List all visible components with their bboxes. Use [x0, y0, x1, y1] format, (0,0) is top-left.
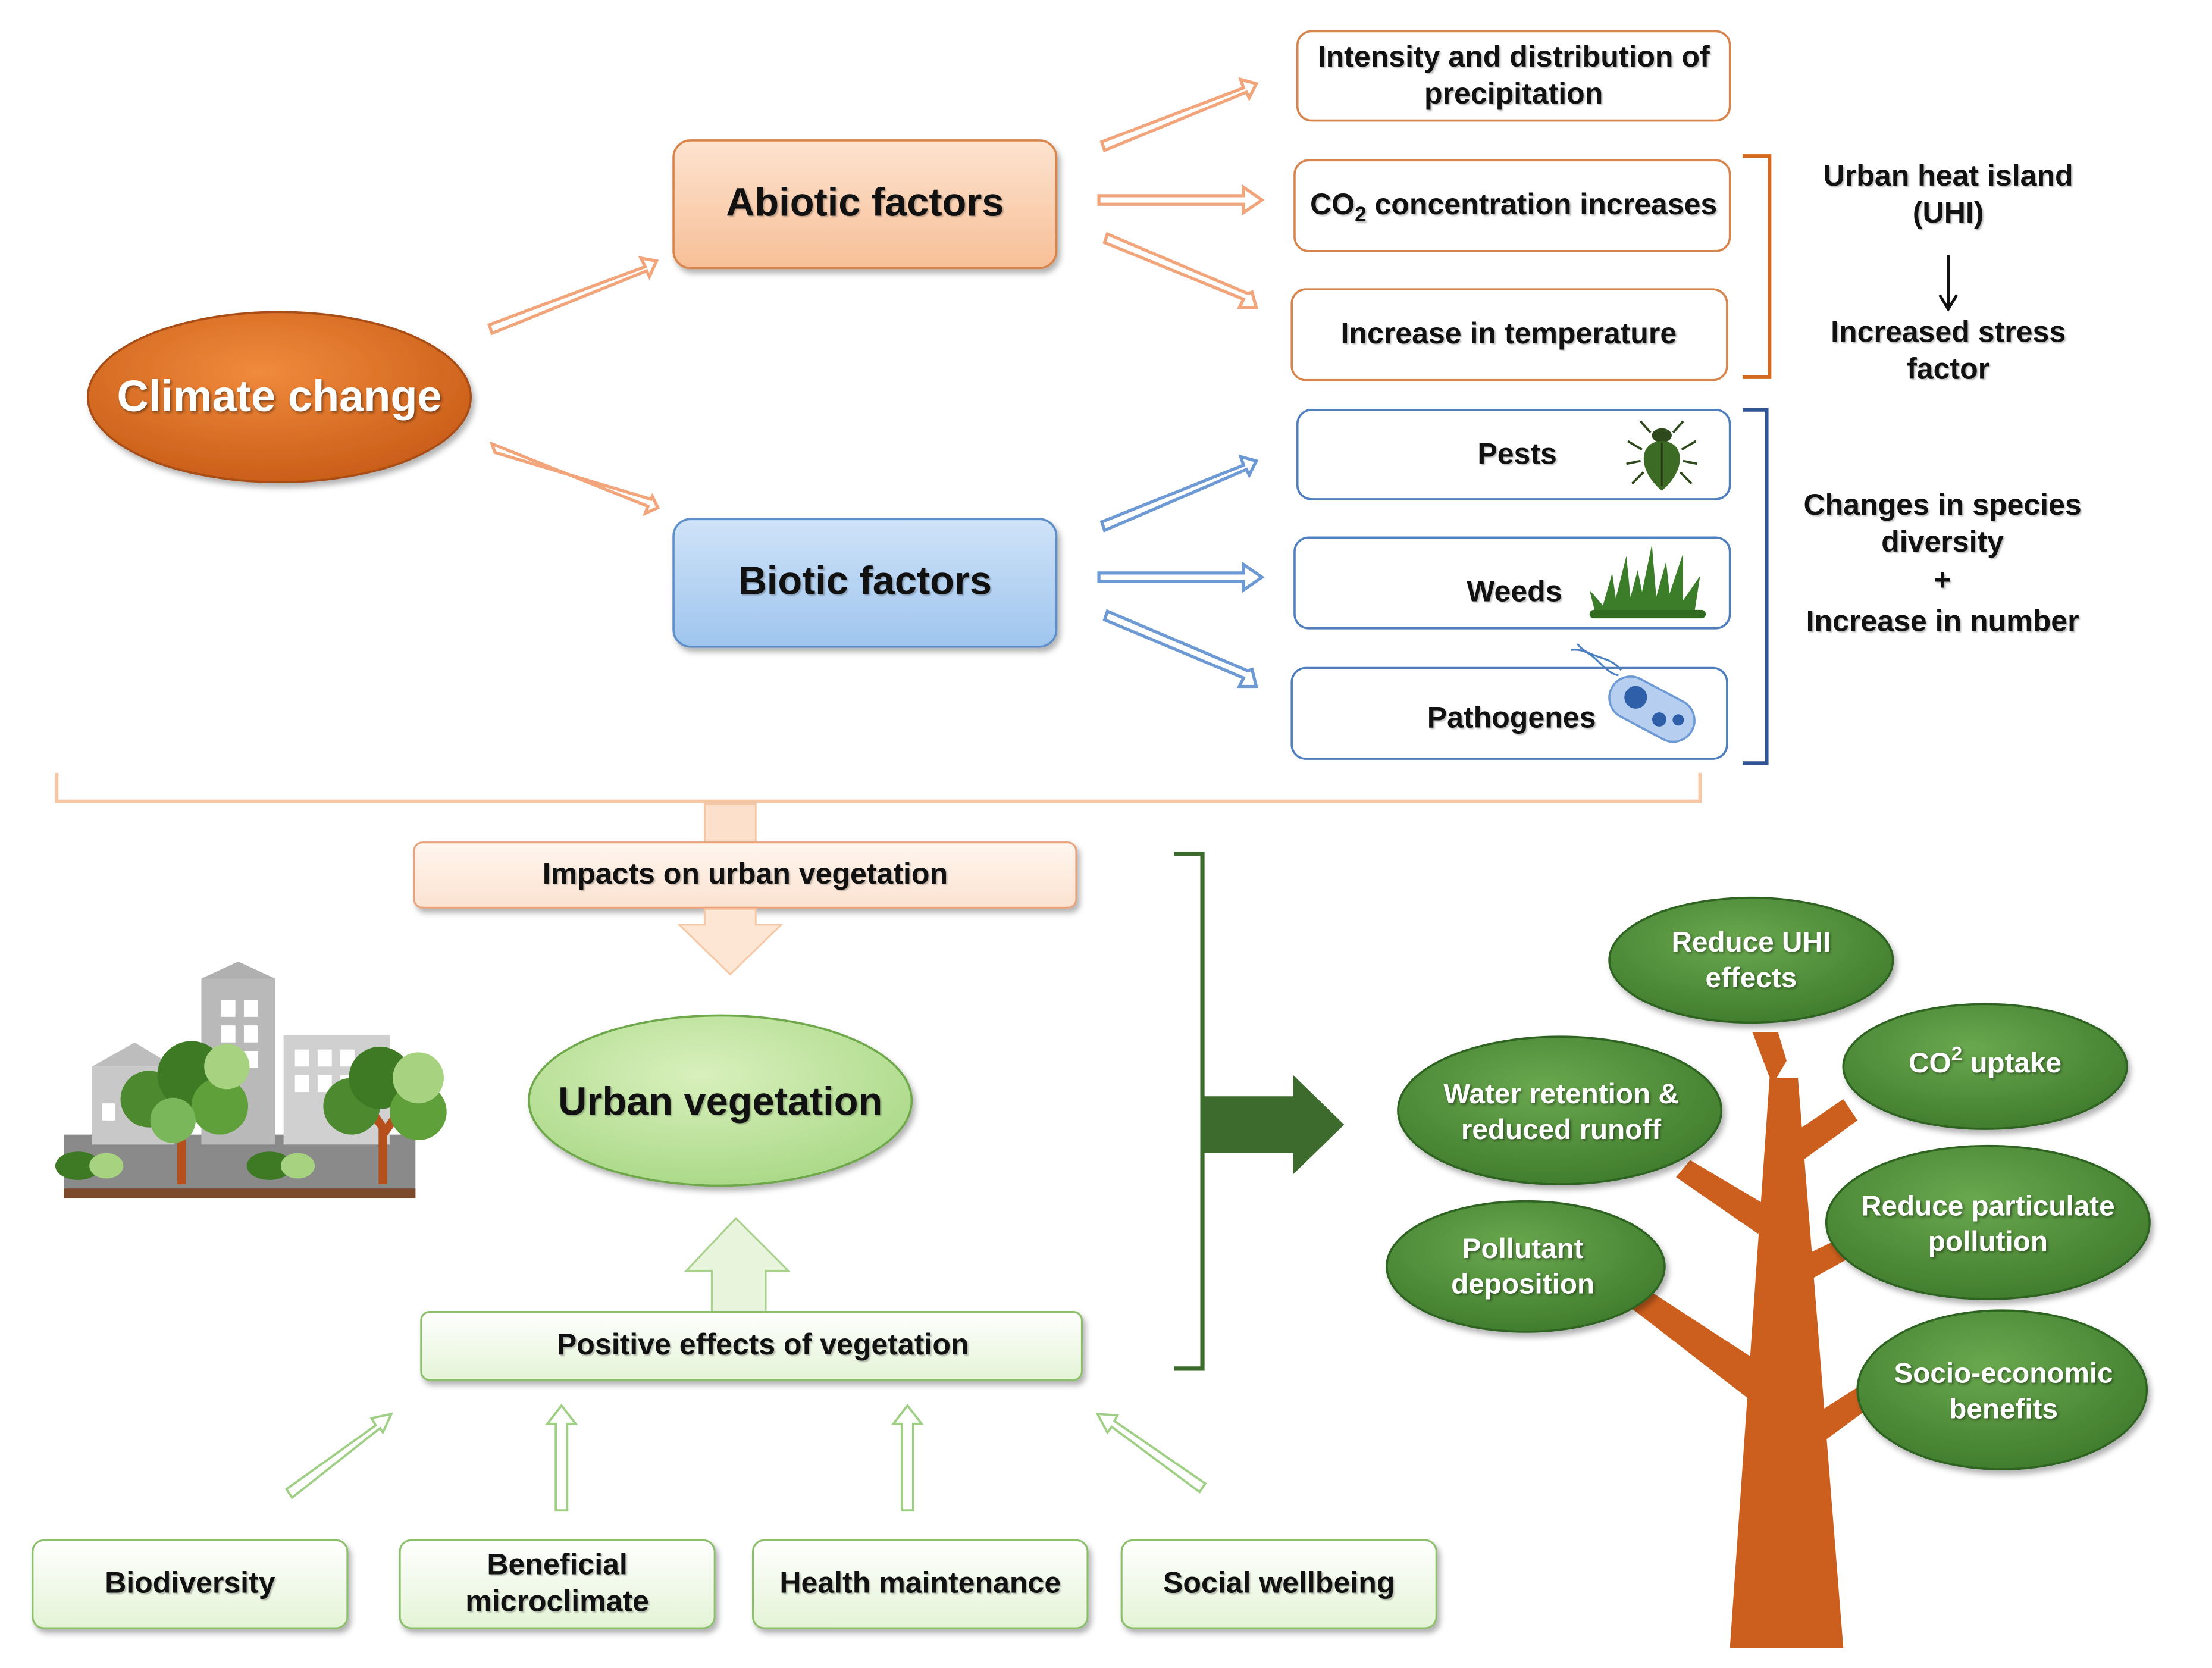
benefit-box-1 — [32, 1539, 349, 1629]
leaf-particulate — [1825, 1144, 2151, 1300]
uhi-down-arrow — [1938, 255, 1958, 312]
leaf-label-particulate: Reduce particulate pollution — [1861, 1191, 2115, 1258]
benefit-arrows — [284, 1403, 1207, 1512]
top-section-bracket — [55, 772, 1702, 803]
co2-prefix: CO — [1310, 188, 1355, 221]
abiotic-arrows — [1097, 77, 1265, 309]
benefit-box-2 — [399, 1539, 716, 1629]
vegetation-bracket — [1174, 852, 1205, 1371]
abiotic-item-1: Intensity and distribution of precipitat… — [1317, 40, 1710, 111]
co2-sub: 2 — [1355, 204, 1367, 227]
biotic-item-pathogenes: Pathogenes — [1427, 702, 1596, 735]
abiotic-item-box-2 — [1293, 159, 1731, 252]
biotic-box — [672, 518, 1058, 648]
climate-change-ellipse — [86, 311, 472, 484]
biotic-item-weeds: Weeds — [1467, 575, 1562, 609]
leaf-pollutant — [1386, 1200, 1666, 1333]
abiotic-item-box-1 — [1296, 30, 1731, 122]
plus-label: + — [1934, 564, 1951, 597]
abiotic-box — [672, 139, 1058, 270]
biotic-item-box-1 — [1296, 408, 1731, 500]
positive-effects-box — [420, 1311, 1083, 1381]
uhi-label: Urban heat island (UHI) — [1823, 159, 2073, 230]
benefit-tree-leaves — [1386, 896, 2151, 1470]
abiotic-item-2: CO2 concentration increases — [1305, 162, 1723, 250]
biotic-title: Biotic factors — [738, 558, 992, 602]
increase-number-label: Increase in number — [1806, 605, 2079, 639]
co2-uptake-sup: 2 — [1951, 1041, 1963, 1064]
benefits-arrow — [1202, 1075, 1345, 1175]
urban-vegetation-label: Urban vegetation — [558, 1078, 883, 1123]
benefit-microclimate: Beneficial microclimate — [465, 1548, 650, 1619]
arrow-to-abiotic — [487, 256, 659, 336]
leaf-label-pollutant: Pollutant deposition — [1451, 1234, 1595, 1301]
impacts-label: Impacts on urban vegetation — [542, 858, 948, 891]
leaf-label-reduce-uhi: Reduce UHI effects — [1671, 927, 1831, 994]
co2-suffix: concentration increases — [1366, 188, 1718, 221]
biotic-bracket — [1743, 408, 1769, 765]
benefit-box-4 — [1120, 1539, 1437, 1629]
leaf-label-co2-uptake: CO2 uptake — [1857, 1024, 2113, 1103]
biotic-arrows — [1097, 454, 1265, 689]
leaf-reduce-uhi — [1608, 896, 1894, 1024]
benefit-box-3 — [751, 1539, 1089, 1629]
co2-uptake-suffix: uptake — [1962, 1047, 2062, 1079]
bug-icon — [1626, 420, 1698, 491]
leaf-water-retention — [1397, 1035, 1723, 1185]
arrow-to-biotic — [489, 441, 660, 517]
abiotic-item-box-3 — [1290, 288, 1728, 381]
urban-vegetation-ellipse — [528, 1014, 913, 1187]
bacteria-icon — [1571, 643, 1696, 743]
climate-change-label: Climate change — [117, 371, 442, 421]
leaf-socio — [1856, 1309, 2148, 1470]
abiotic-item-3: Increase in temperature — [1340, 317, 1677, 351]
positive-up-arrow — [684, 1217, 791, 1313]
city-illustration — [55, 961, 447, 1198]
positive-effects-label: Positive effects of vegetation — [556, 1328, 969, 1362]
species-diversity-label: Changes in species diversity — [1803, 489, 2082, 559]
benefit-tree-trunk — [1630, 1032, 1875, 1648]
leaf-co2-uptake — [1842, 1003, 2128, 1130]
impacts-down-arrow — [677, 908, 784, 976]
co2-uptake-prefix: CO — [1909, 1047, 1951, 1079]
abiotic-title: Abiotic factors — [726, 179, 1004, 224]
abiotic-bracket — [1743, 154, 1772, 379]
benefit-social: Social wellbeing — [1163, 1567, 1395, 1600]
leaf-label-socio: Socio-economic benefits — [1894, 1359, 2113, 1426]
benefit-health: Health maintenance — [779, 1567, 1061, 1600]
benefit-biodiversity: Biodiversity — [105, 1567, 275, 1600]
stress-label: Increased stress factor — [1831, 315, 2066, 386]
leaf-label-water-retention: Water retention & reduced runoff — [1443, 1079, 1679, 1146]
impacts-box — [413, 841, 1077, 909]
biotic-item-pests: Pests — [1477, 438, 1557, 471]
impacts-connector — [704, 803, 757, 844]
